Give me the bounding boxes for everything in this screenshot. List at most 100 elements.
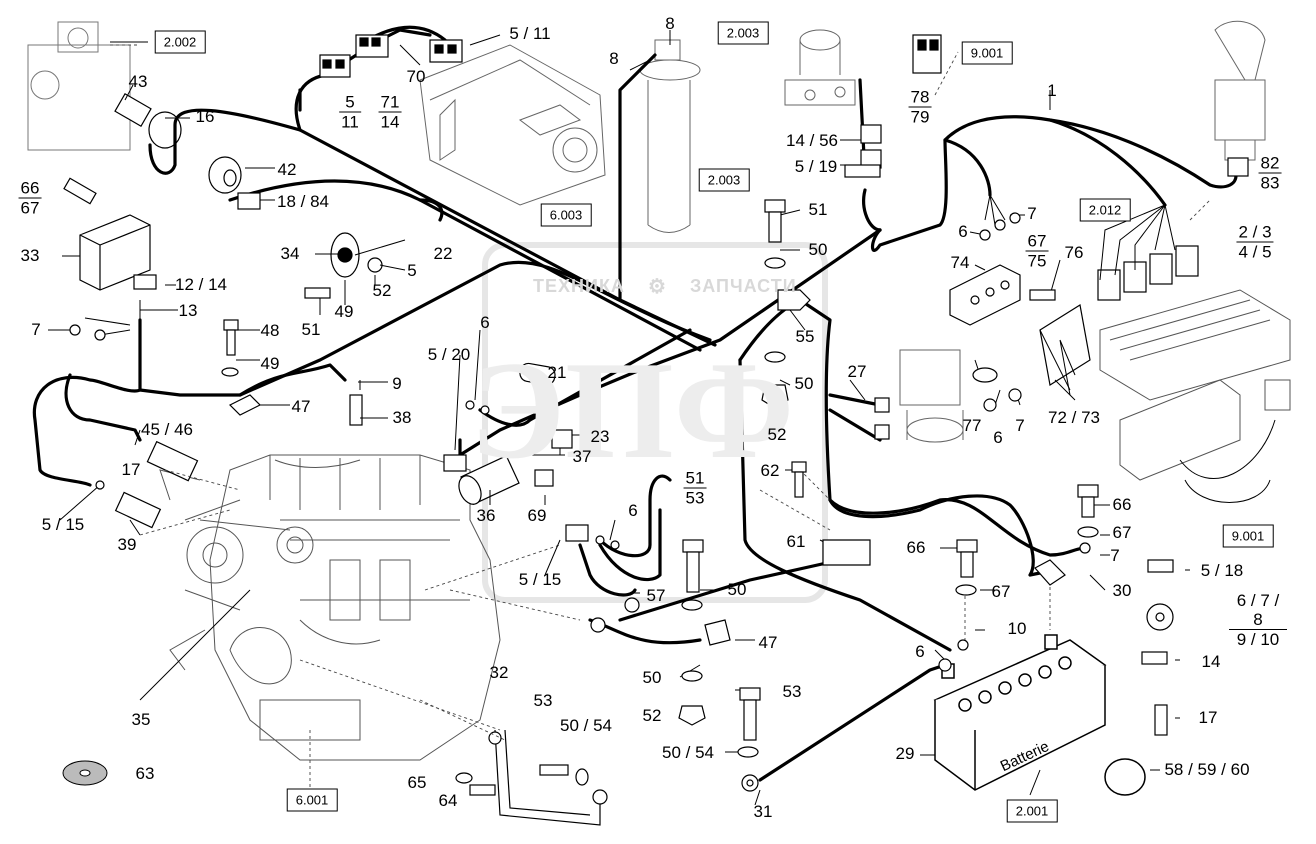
fraction-num: 78 xyxy=(908,87,932,108)
callout-45-46: 45 / 46 xyxy=(141,420,193,439)
callout-5-15-mid: 5 / 15 xyxy=(518,570,562,589)
callout-17-right: 17 xyxy=(1198,708,1218,727)
callout-52-left: 52 xyxy=(372,281,392,300)
fraction-den: 53 xyxy=(685,488,705,508)
callout-48: 48 xyxy=(260,321,280,340)
callout-6-right-top: 6 xyxy=(958,222,968,241)
callout-5-18: 5 / 18 xyxy=(1200,561,1244,580)
hardware xyxy=(63,177,1099,796)
callout-34: 34 xyxy=(280,244,300,263)
fraction-num: 71 xyxy=(378,92,402,113)
callout-16: 16 xyxy=(195,107,215,126)
callout-77: 77 xyxy=(962,416,982,435)
switch-43-drawing xyxy=(114,93,182,149)
callout-50-low: 50 xyxy=(727,580,747,599)
callout-30: 30 xyxy=(1112,581,1132,600)
callout-61: 61 xyxy=(786,532,806,551)
callout-5-horn: 5 xyxy=(407,261,417,280)
fraction-num: 5 xyxy=(339,93,361,113)
callout-43: 43 xyxy=(128,72,148,91)
callout-52-mid: 52 xyxy=(767,425,787,444)
ref-6003: 6.003 xyxy=(540,203,592,227)
callout-51-mid: 51 xyxy=(808,200,828,219)
callout-50-mid: 50 xyxy=(794,374,814,393)
sensor-42-drawing xyxy=(208,156,242,194)
relay-drawing xyxy=(912,34,942,74)
callout-5-11-top: 5 / 11 xyxy=(509,24,551,43)
callout-13: 13 xyxy=(178,301,198,320)
callout-12-14: 12 / 14 xyxy=(175,275,227,294)
ref-2001: 2.001 xyxy=(1006,799,1058,823)
callout-49-mid: 49 xyxy=(334,302,354,321)
callout-67-right: 67 xyxy=(1112,523,1132,542)
callout-37: 37 xyxy=(572,447,592,466)
watermark-text-2: ЗАПЧАСТИ xyxy=(690,276,797,296)
callout-5-11: 5 11 xyxy=(339,93,361,132)
relay-block-drawing xyxy=(1097,245,1199,301)
callout-74: 74 xyxy=(950,253,970,272)
callout-8-left: 8 xyxy=(609,49,619,68)
watermark-text-1: ТЕХНИКА xyxy=(533,276,625,296)
ref-9001-top: 9.001 xyxy=(961,41,1013,65)
ref-2003-mid: 2.003 xyxy=(698,168,750,192)
callout-51-left: 51 xyxy=(301,320,321,339)
fraction-den: 14 xyxy=(380,112,400,132)
ref-2012: 2.012 xyxy=(1079,198,1131,222)
callout-17-left: 17 xyxy=(121,460,141,479)
watermark-big: ЭПФ xyxy=(470,333,795,488)
heater-unit-drawing xyxy=(419,44,606,206)
fraction-num: 66 xyxy=(18,178,42,199)
sender-drawings xyxy=(114,362,556,529)
terminal-lugs xyxy=(69,212,1174,792)
ref-2002: 2.002 xyxy=(154,30,206,54)
callout-8-top: 8 xyxy=(665,14,675,33)
callout-64: 64 xyxy=(438,791,458,810)
filter-housing-drawing xyxy=(27,21,131,151)
callout-22: 22 xyxy=(433,244,453,263)
callout-69: 69 xyxy=(527,506,547,525)
callout-66-right: 66 xyxy=(1112,495,1132,514)
callout-49-left: 49 xyxy=(260,354,280,373)
callout-52-bottom: 52 xyxy=(642,706,662,725)
callout-6-low: 6 xyxy=(628,501,638,520)
callout-9: 9 xyxy=(392,374,402,393)
callout-55: 55 xyxy=(795,327,815,346)
callout-5-20: 5 / 20 xyxy=(427,345,471,364)
dashed-leaders xyxy=(110,44,1211,790)
callout-32: 32 xyxy=(489,663,509,682)
callout-14-56: 14 / 56 xyxy=(786,131,838,150)
callout-58-59-60: 58 / 59 / 60 xyxy=(1164,760,1250,779)
fuse-box-drawing xyxy=(1099,289,1291,481)
callout-7-right: 7 xyxy=(1015,416,1025,435)
callout-31: 31 xyxy=(753,802,773,821)
callout-63: 63 xyxy=(135,764,155,783)
fraction-num: 6 / 7 / 8 xyxy=(1229,591,1287,630)
fraction-den: 67 xyxy=(20,198,40,218)
callout-33: 33 xyxy=(20,246,40,265)
callout-7-bottom-right: 7 xyxy=(1110,546,1120,565)
callout-5-15-left: 5 / 15 xyxy=(41,515,85,534)
callout-23: 23 xyxy=(590,427,610,446)
callout-7-left: 7 xyxy=(31,320,41,339)
fraction-num: 82 xyxy=(1258,153,1282,174)
solenoid-drawing xyxy=(784,29,856,106)
fraction-num: 2 / 3 xyxy=(1236,222,1274,243)
callout-50-54-left: 50 / 54 xyxy=(560,716,612,735)
callout-51-53: 51 53 xyxy=(683,469,707,508)
fraction-den: 9 / 10 xyxy=(1236,630,1280,649)
callout-66-67: 66 67 xyxy=(18,178,42,218)
callout-leaders xyxy=(48,30,1190,806)
callout-71-14: 71 14 xyxy=(378,92,402,132)
callout-14-right: 14 xyxy=(1201,652,1221,671)
callout-62: 62 xyxy=(760,461,780,480)
callout-38: 38 xyxy=(392,408,412,427)
callout-35: 35 xyxy=(131,710,151,729)
ref-9001-right: 9.001 xyxy=(1222,524,1274,548)
watermark-gear-icon: ⚙ xyxy=(648,276,667,298)
fuel-sender-drawing xyxy=(639,39,701,233)
terminal-block-drawing xyxy=(949,264,1021,326)
callout-6-right: 6 xyxy=(993,428,1003,447)
callout-53-left: 53 xyxy=(533,691,553,710)
callout-10: 10 xyxy=(1007,619,1027,638)
